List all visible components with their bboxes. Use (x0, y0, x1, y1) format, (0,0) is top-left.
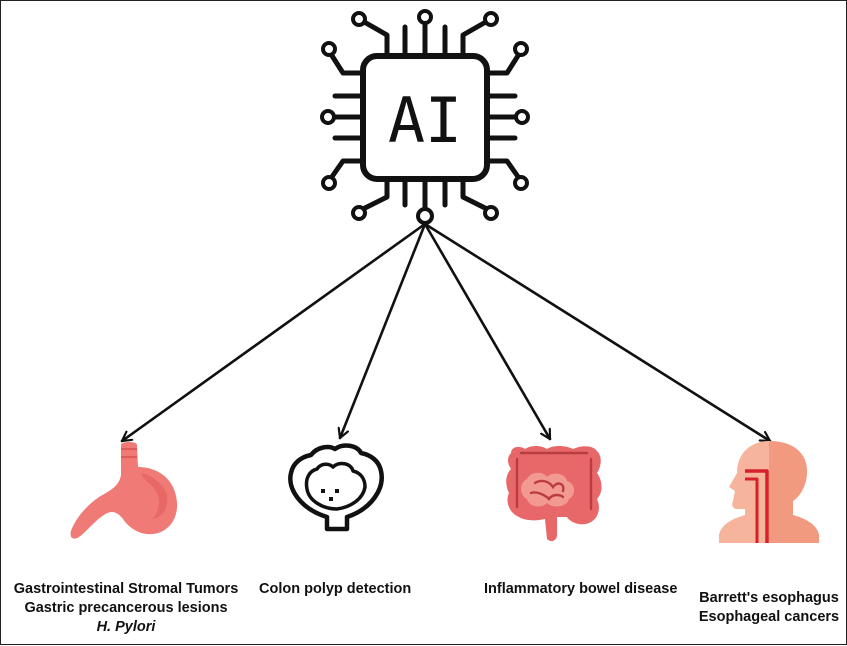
label-line: Gastrointestinal Stromal Tumors (13, 581, 239, 597)
arrow-to-esophagus (423, 222, 772, 443)
chip-pin (356, 176, 390, 214)
chip-pin (356, 16, 390, 59)
stomach-icon (70, 442, 178, 539)
label-line: Gastric precancerous lesions (24, 600, 228, 616)
label-line: Barrett's esophagus (699, 590, 839, 606)
label-esophagus: Barrett's esophagus Esophageal cancers (693, 589, 845, 627)
label-line: H. Pylori (96, 619, 156, 635)
intestine-icon (506, 446, 602, 542)
label-colon-polyp: Colon polyp detection (259, 580, 411, 599)
label-line: Colon polyp detection (259, 581, 412, 597)
arrow-to-colon-polyp (340, 222, 427, 440)
chip-pin (326, 48, 366, 76)
chip-pin (460, 176, 494, 214)
arrows (120, 222, 772, 443)
label-line: Inflammatory bowel disease (484, 581, 678, 597)
label-intestine: Inflammatory bowel disease (484, 580, 677, 599)
label-line: Esophageal cancers (698, 609, 840, 625)
chip-pin (484, 48, 524, 76)
chip-label: AI (388, 84, 462, 157)
chip-pin (326, 158, 366, 184)
esophagus-icon (719, 441, 819, 543)
arrow-to-stomach (120, 222, 427, 443)
chip-pin (460, 16, 494, 59)
ai-chip-icon (320, 9, 530, 225)
colon-polyp-icon (288, 443, 384, 532)
arrow-to-intestine (423, 222, 552, 441)
chip-body (360, 53, 490, 182)
label-stomach: Gastrointestinal Stromal Tumors Gastric … (8, 580, 244, 637)
chip-hub (416, 207, 434, 225)
chip-pin (484, 158, 524, 184)
